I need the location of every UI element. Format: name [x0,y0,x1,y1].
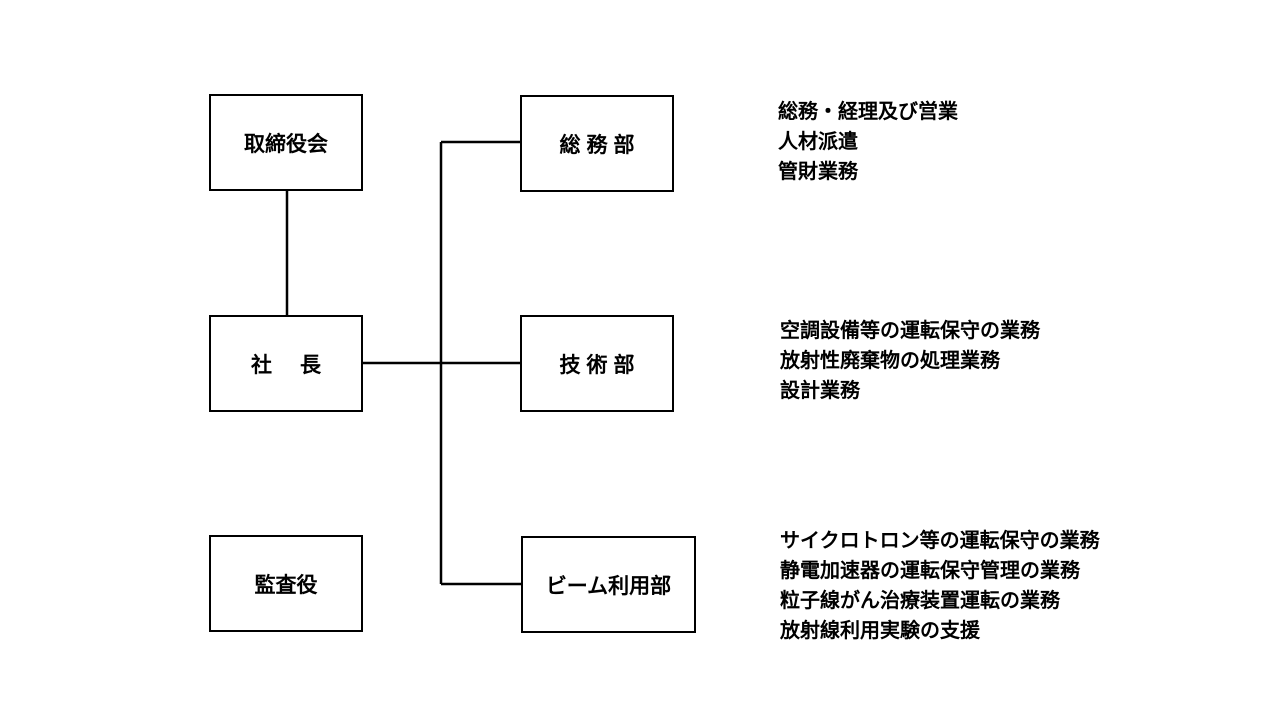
general-affairs-duties-list: 総務・経理及び営業 人材派遣 管財業務 [778,96,958,186]
beam-utilization-duties-list: サイクロトロン等の運転保守の業務 静電加速器の運転保守管理の業務 粒子線がん治療… [780,525,1100,645]
president-box: 社長 [209,315,363,412]
duty-item: 設計業務 [780,378,860,402]
duty-item: 粒子線がん治療装置運転の業務 [780,588,1060,612]
board-of-directors-box: 取締役会 [209,94,363,191]
beam-utilization-department-box: ビーム利用部 [521,536,696,633]
board-of-directors-label: 取締役会 [244,131,328,156]
duty-item: 空調設備等の運転保守の業務 [780,318,1040,342]
technical-department-label: 技術部 [559,352,641,377]
auditor-box: 監査役 [209,535,363,632]
beam-utilization-department-label: ビーム利用部 [545,573,672,598]
technical-duties-list: 空調設備等の運転保守の業務 放射性廃棄物の処理業務 設計業務 [780,315,1040,405]
duty-item: 放射線利用実験の支援 [780,618,980,642]
duty-item: 総務・経理及び営業 [778,99,958,123]
duty-item: サイクロトロン等の運転保守の業務 [780,528,1100,552]
duty-item: 人材派遣 [778,129,858,153]
duty-item: 静電加速器の運転保守管理の業務 [780,558,1080,582]
auditor-label: 監査役 [254,572,318,597]
general-affairs-department-label: 総務部 [559,132,641,157]
duty-item: 放射性廃棄物の処理業務 [780,348,1000,372]
duty-item: 管財業務 [778,159,858,183]
president-label: 社長 [251,352,349,377]
technical-department-box: 技術部 [520,315,674,412]
general-affairs-department-box: 総務部 [520,95,674,192]
